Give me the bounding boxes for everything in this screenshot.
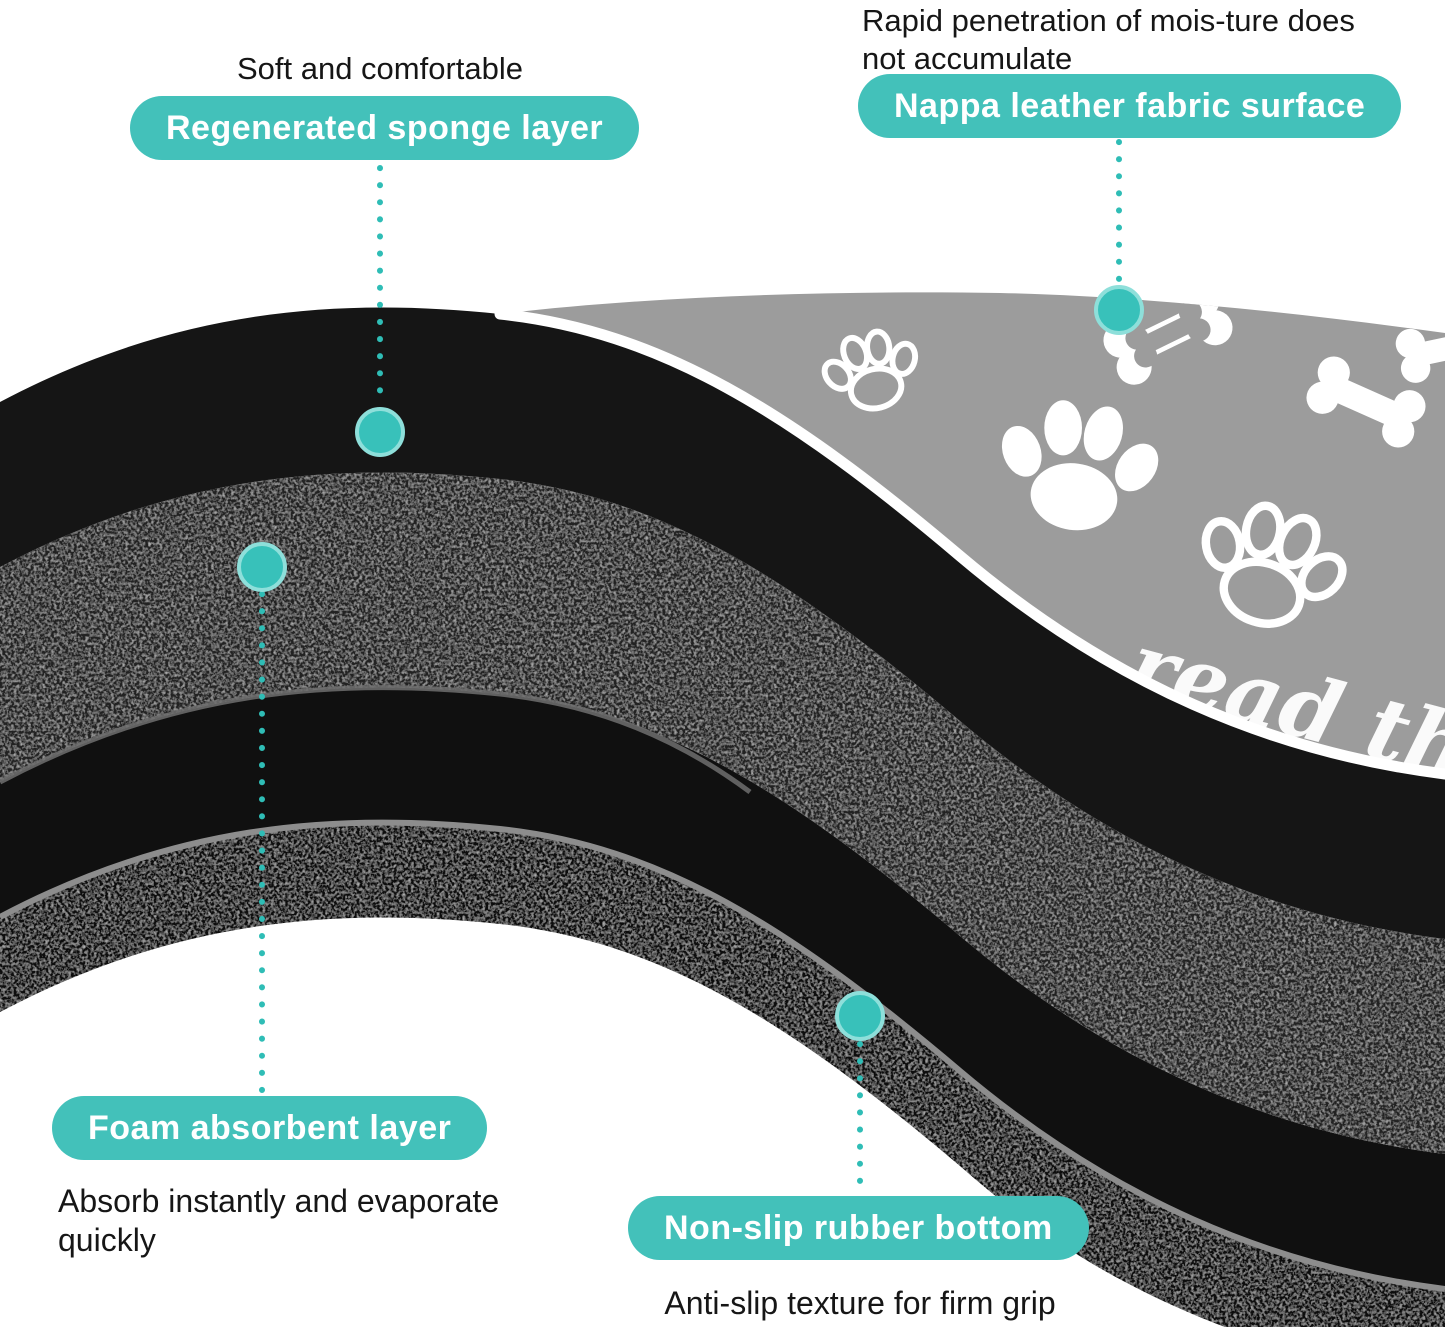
surface-layer-label: Nappa leather fabric surface xyxy=(858,74,1402,138)
rubber-note: Anti-slip texture for firm grip xyxy=(664,1285,1056,1321)
surface-note-line2: not accumulate xyxy=(862,40,1073,76)
sponge-layer-shape xyxy=(0,307,1445,940)
sponge-layer-label: Regenerated sponge layer xyxy=(130,96,640,160)
rubber-seam-line xyxy=(0,819,1445,1292)
surface-note-line1: Rapid penetration of mois-ture does xyxy=(862,3,1355,38)
fabric-surface-shape xyxy=(500,292,1445,774)
foam-note-line2: quickly xyxy=(58,1222,156,1259)
sponge-note: Soft and comfortable xyxy=(236,51,524,86)
foam-note: Absorb instantly and evaporate quickly xyxy=(58,1182,499,1260)
connector-dot-sponge xyxy=(355,407,405,457)
connector-dot-foam xyxy=(237,542,287,592)
foam-layer-label: Foam absorbent layer xyxy=(52,1096,488,1160)
mid-black-layer-shape xyxy=(0,687,1445,1289)
surface-white-edge xyxy=(494,308,1445,780)
foam-note-line1: Absorb instantly and evaporate xyxy=(58,1183,500,1219)
foam-absorbent-layer-shape xyxy=(0,472,1445,1155)
connector-dot-surface xyxy=(1094,285,1144,335)
connector-dot-rubber xyxy=(835,991,885,1041)
surface-note: Rapid penetration of mois-ture does not … xyxy=(862,2,1355,78)
foam-edge-line xyxy=(0,684,752,795)
rubber-layer-label: Non-slip rubber bottom xyxy=(628,1196,1089,1260)
rubber-bottom-layer-shape xyxy=(0,822,1445,1327)
